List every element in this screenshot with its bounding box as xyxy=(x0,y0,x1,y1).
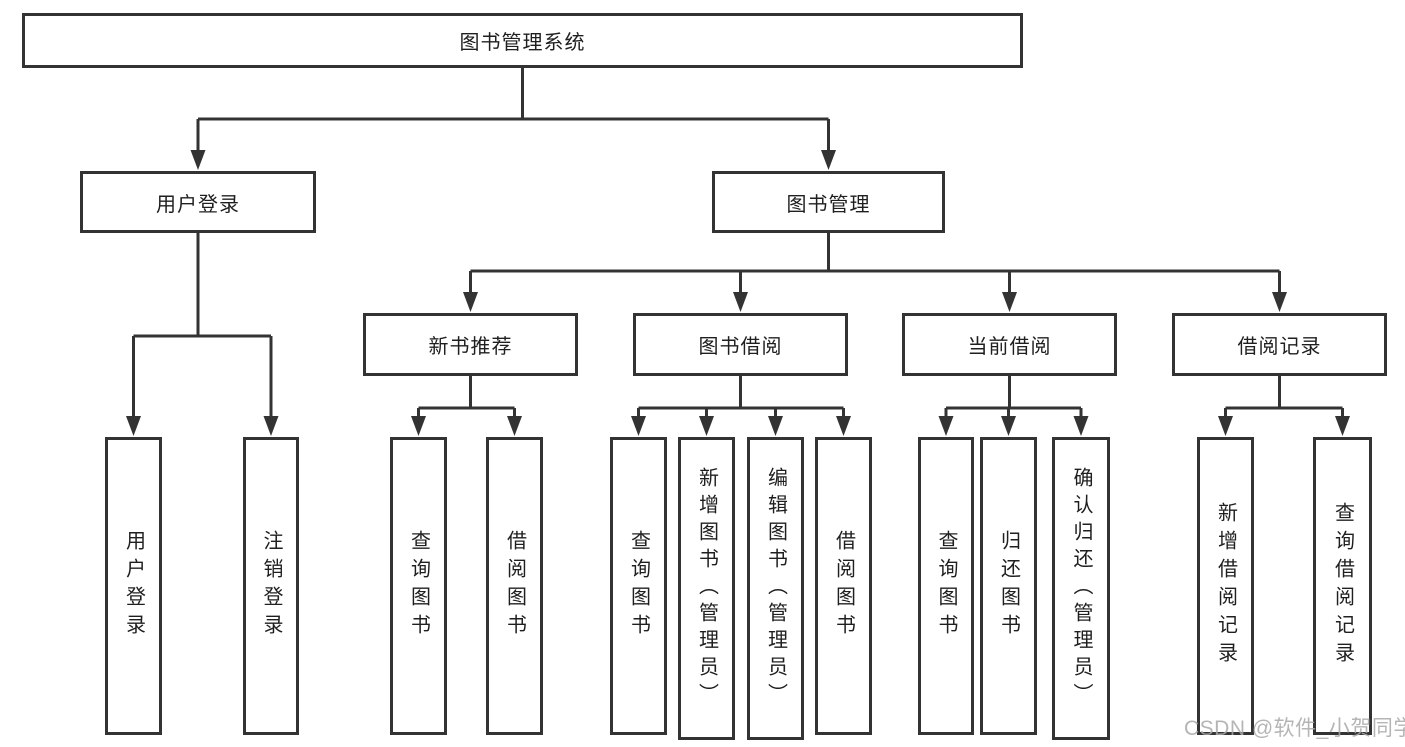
csdn-watermark: CSDN @软件_小贺同学 xyxy=(1184,717,1405,740)
leaf-borrow-books-recommend: 借阅图书 xyxy=(486,437,543,735)
node-new-book-recommend: 新书推荐 xyxy=(363,313,578,376)
leaf-return-book: 归还图书 xyxy=(980,437,1037,735)
connector-lines xyxy=(132,68,1344,419)
leaf-edit-book-admin: 编辑图书（管理员） xyxy=(747,437,804,740)
node-root-system: 图书管理系统 xyxy=(22,13,1023,68)
leaf-label: 新增借阅记录 xyxy=(1214,502,1237,670)
leaf-label: 编辑图书（管理员） xyxy=(764,467,787,710)
node-current-borrowing: 当前借阅 xyxy=(902,313,1117,376)
leaf-label: 新增图书（管理员） xyxy=(695,467,718,710)
leaf-query-borrow-record: 查询借阅记录 xyxy=(1313,437,1372,735)
leaf-query-books-recommend: 查询图书 xyxy=(390,437,447,735)
node-user-login: 用户登录 xyxy=(80,171,316,233)
leaf-label: 确认归还（管理员） xyxy=(1070,467,1092,710)
leaf-logout: 注销登录 xyxy=(243,437,299,735)
leaf-label: 注销登录 xyxy=(260,530,282,642)
leaf-add-borrow-record: 新增借阅记录 xyxy=(1197,437,1254,735)
leaf-label: 查询借阅记录 xyxy=(1331,502,1354,670)
leaf-query-books-borrow: 查询图书 xyxy=(610,437,667,735)
node-book-management: 图书管理 xyxy=(712,171,945,233)
leaf-label: 用户登录 xyxy=(122,530,145,642)
leaf-label: 借阅图书 xyxy=(832,530,855,642)
leaf-user-login: 用户登录 xyxy=(105,437,162,735)
leaf-label: 归还图书 xyxy=(997,530,1020,642)
leaf-confirm-return-admin: 确认归还（管理员） xyxy=(1052,437,1110,740)
leaf-label: 查询图书 xyxy=(627,530,650,642)
arrowhead-icons xyxy=(126,150,1350,436)
leaf-label: 查询图书 xyxy=(935,530,957,642)
leaf-add-book-admin: 新增图书（管理员） xyxy=(678,437,735,740)
node-book-borrowing: 图书借阅 xyxy=(633,313,848,376)
leaf-label: 查询图书 xyxy=(407,530,430,642)
leaf-label: 借阅图书 xyxy=(503,530,526,642)
node-borrowing-records: 借阅记录 xyxy=(1172,313,1387,376)
leaf-borrow-books: 借阅图书 xyxy=(815,437,872,735)
leaf-query-books-current: 查询图书 xyxy=(918,437,974,735)
